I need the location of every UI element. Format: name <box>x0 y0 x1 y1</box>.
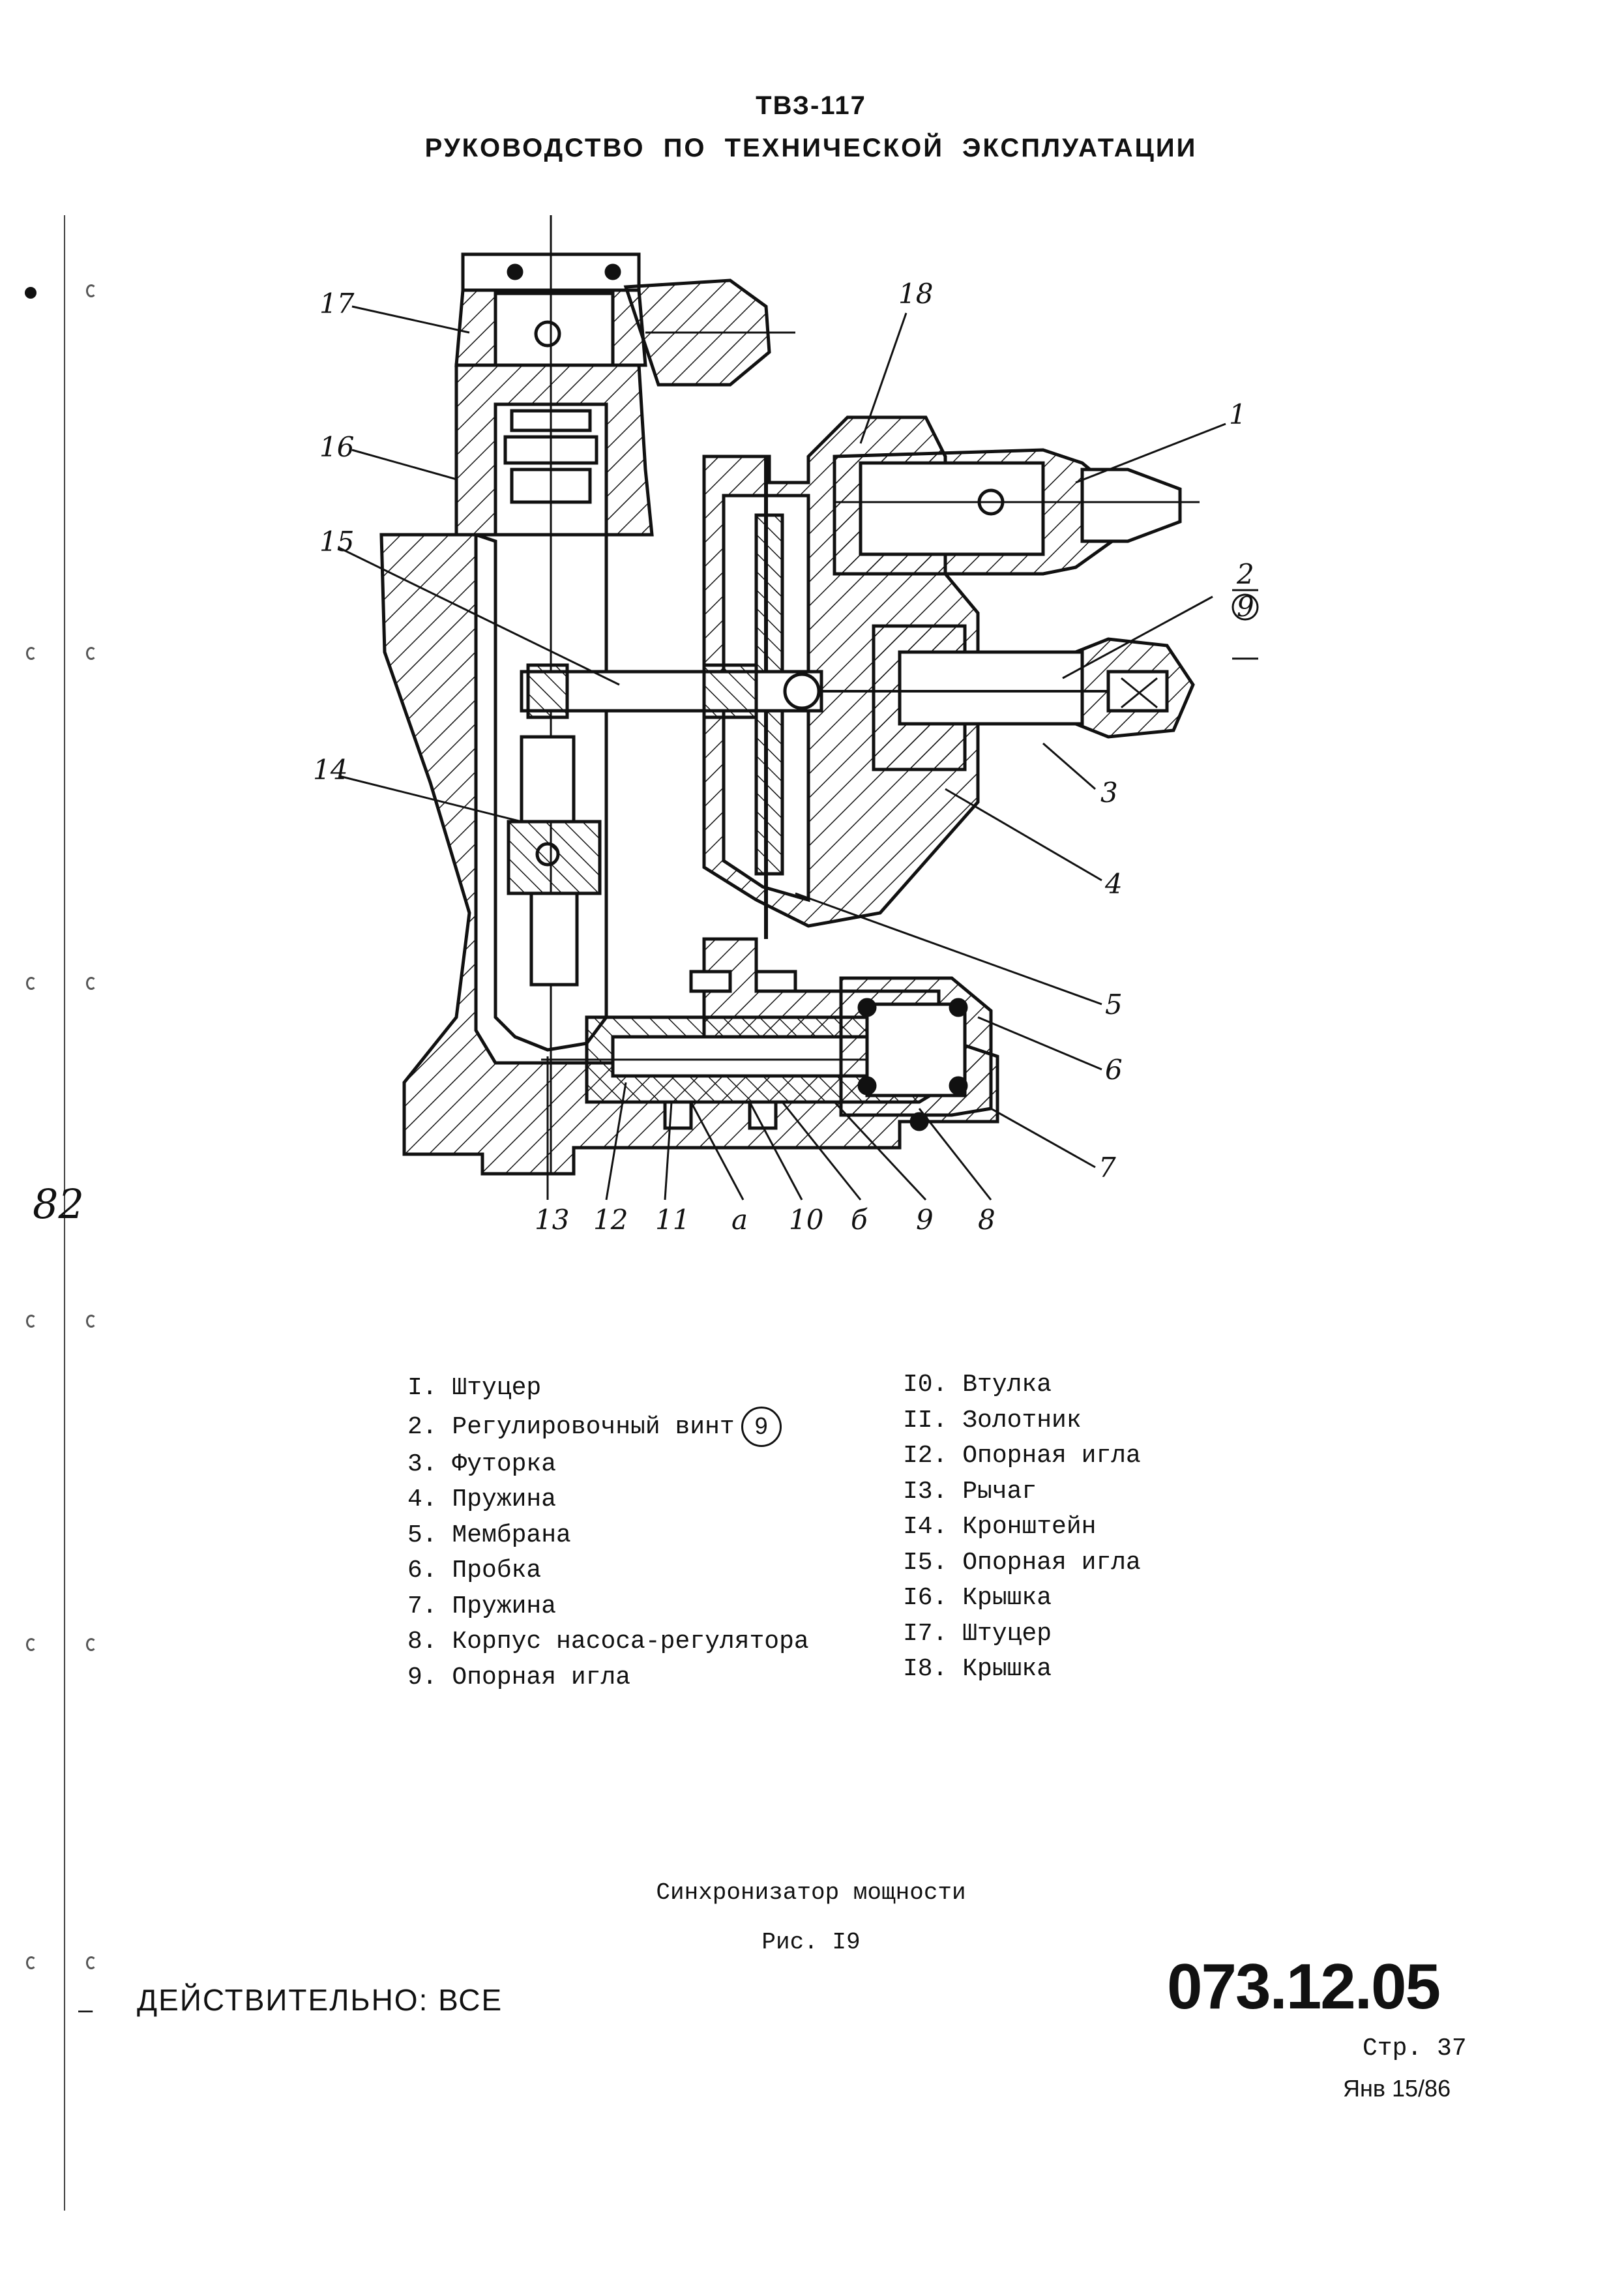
callout-6: 6 <box>1105 1054 1123 1086</box>
handwritten-page-number: 82 <box>33 1180 84 1228</box>
legend-item: I7. Штуцер <box>903 1619 1052 1648</box>
punch-hole-icon <box>86 977 96 990</box>
legend-item: I0. Втулка <box>903 1371 1052 1399</box>
callout-3: 3 <box>1100 777 1118 809</box>
page-number: Стр. 37 <box>1363 2035 1467 2063</box>
punch-hole-icon <box>26 1638 37 1651</box>
callout-13: 13 <box>535 1204 569 1236</box>
callout-15: 15 <box>319 526 354 558</box>
callout-16: 16 <box>319 431 354 463</box>
legend-item: 9. Опорная игла <box>407 1663 631 1692</box>
punch-hole-icon <box>86 647 96 660</box>
needle-15 <box>520 670 823 713</box>
legend-item: 5. Мембрана <box>407 1521 571 1549</box>
callout-17: 17 <box>319 288 355 320</box>
circled-reference: 9 <box>741 1406 782 1447</box>
legend-item: I5. Опорная игла <box>903 1548 1141 1577</box>
callout-11: 11 <box>655 1204 690 1236</box>
callout-a: а <box>731 1204 748 1236</box>
callout-b: б <box>851 1204 868 1236</box>
callout-10: 10 <box>789 1204 823 1236</box>
callout-18: 18 <box>898 278 933 310</box>
legend-item: II. Золотник <box>903 1406 1082 1435</box>
power-synchronizer-drawing: 17 18 16 1 15 2 9 3 14 4 5 6 7 13 12 11 … <box>313 215 1259 1236</box>
binder-margin-line <box>64 215 65 2211</box>
callout-14: 14 <box>313 754 347 786</box>
legend-item: 3. Футорка <box>407 1450 557 1478</box>
dash-icon: – <box>78 1995 93 2024</box>
legend-item: 4. Пружина <box>407 1485 557 1513</box>
legend-item: I2. Опорная игла <box>903 1442 1141 1470</box>
document-title: РУКОВОДСТВО ПО ТЕХНИЧЕСКОЙ ЭКСПЛУАТАЦИИ <box>424 134 1198 162</box>
punch-hole-icon <box>86 1638 96 1651</box>
legend-item: 8. Корпус насоса-регулятора <box>407 1628 809 1656</box>
callout-1: 1 <box>1229 398 1246 430</box>
document-code: ТВЗ-117 <box>756 91 866 120</box>
legend-item: 7. Пружина <box>407 1592 557 1620</box>
bracket-14 <box>507 820 602 895</box>
callout-9: 9 <box>916 1204 934 1236</box>
legend-item: I6. Крышка <box>903 1584 1052 1612</box>
validity-statement: ДЕЙСТВИТЕЛЬНО: ВСЕ <box>137 1983 503 2017</box>
legend-item: 6. Пробка <box>407 1557 542 1585</box>
punch-hole-icon <box>26 1315 37 1328</box>
punch-hole-icon <box>25 287 37 299</box>
revision-date: Янв 15/86 <box>1343 2075 1451 2102</box>
punch-hole-icon <box>86 1315 96 1328</box>
punch-hole-icon <box>26 1956 37 1969</box>
legend-item: I8. Крышка <box>903 1655 1052 1683</box>
legend-item: I4. Кронштейн <box>903 1513 1097 1541</box>
callout-12: 12 <box>593 1204 628 1236</box>
figure-number: Рис. I9 <box>761 1929 861 1956</box>
punch-hole-icon <box>26 647 37 660</box>
callout-7: 7 <box>1099 1152 1116 1184</box>
callout-2-num: 2 <box>1236 558 1254 590</box>
figure-title: Синхронизатор мощности <box>656 1879 966 1906</box>
document-number: 073.12.05 <box>1167 1950 1441 2022</box>
punch-hole-icon <box>86 1956 96 1969</box>
punch-hole-icon <box>86 284 96 297</box>
legend-item: I. Штуцер <box>407 1374 542 1402</box>
legend-item: I3. Рычаг <box>903 1477 1037 1506</box>
callout-8: 8 <box>978 1204 995 1236</box>
legend-right-column: I0. Втулка II. Золотник I2. Опорная игла… <box>903 1367 1141 1688</box>
punch-hole-icon <box>26 977 37 990</box>
callout-5: 5 <box>1105 989 1123 1021</box>
callout-4: 4 <box>1104 868 1123 900</box>
